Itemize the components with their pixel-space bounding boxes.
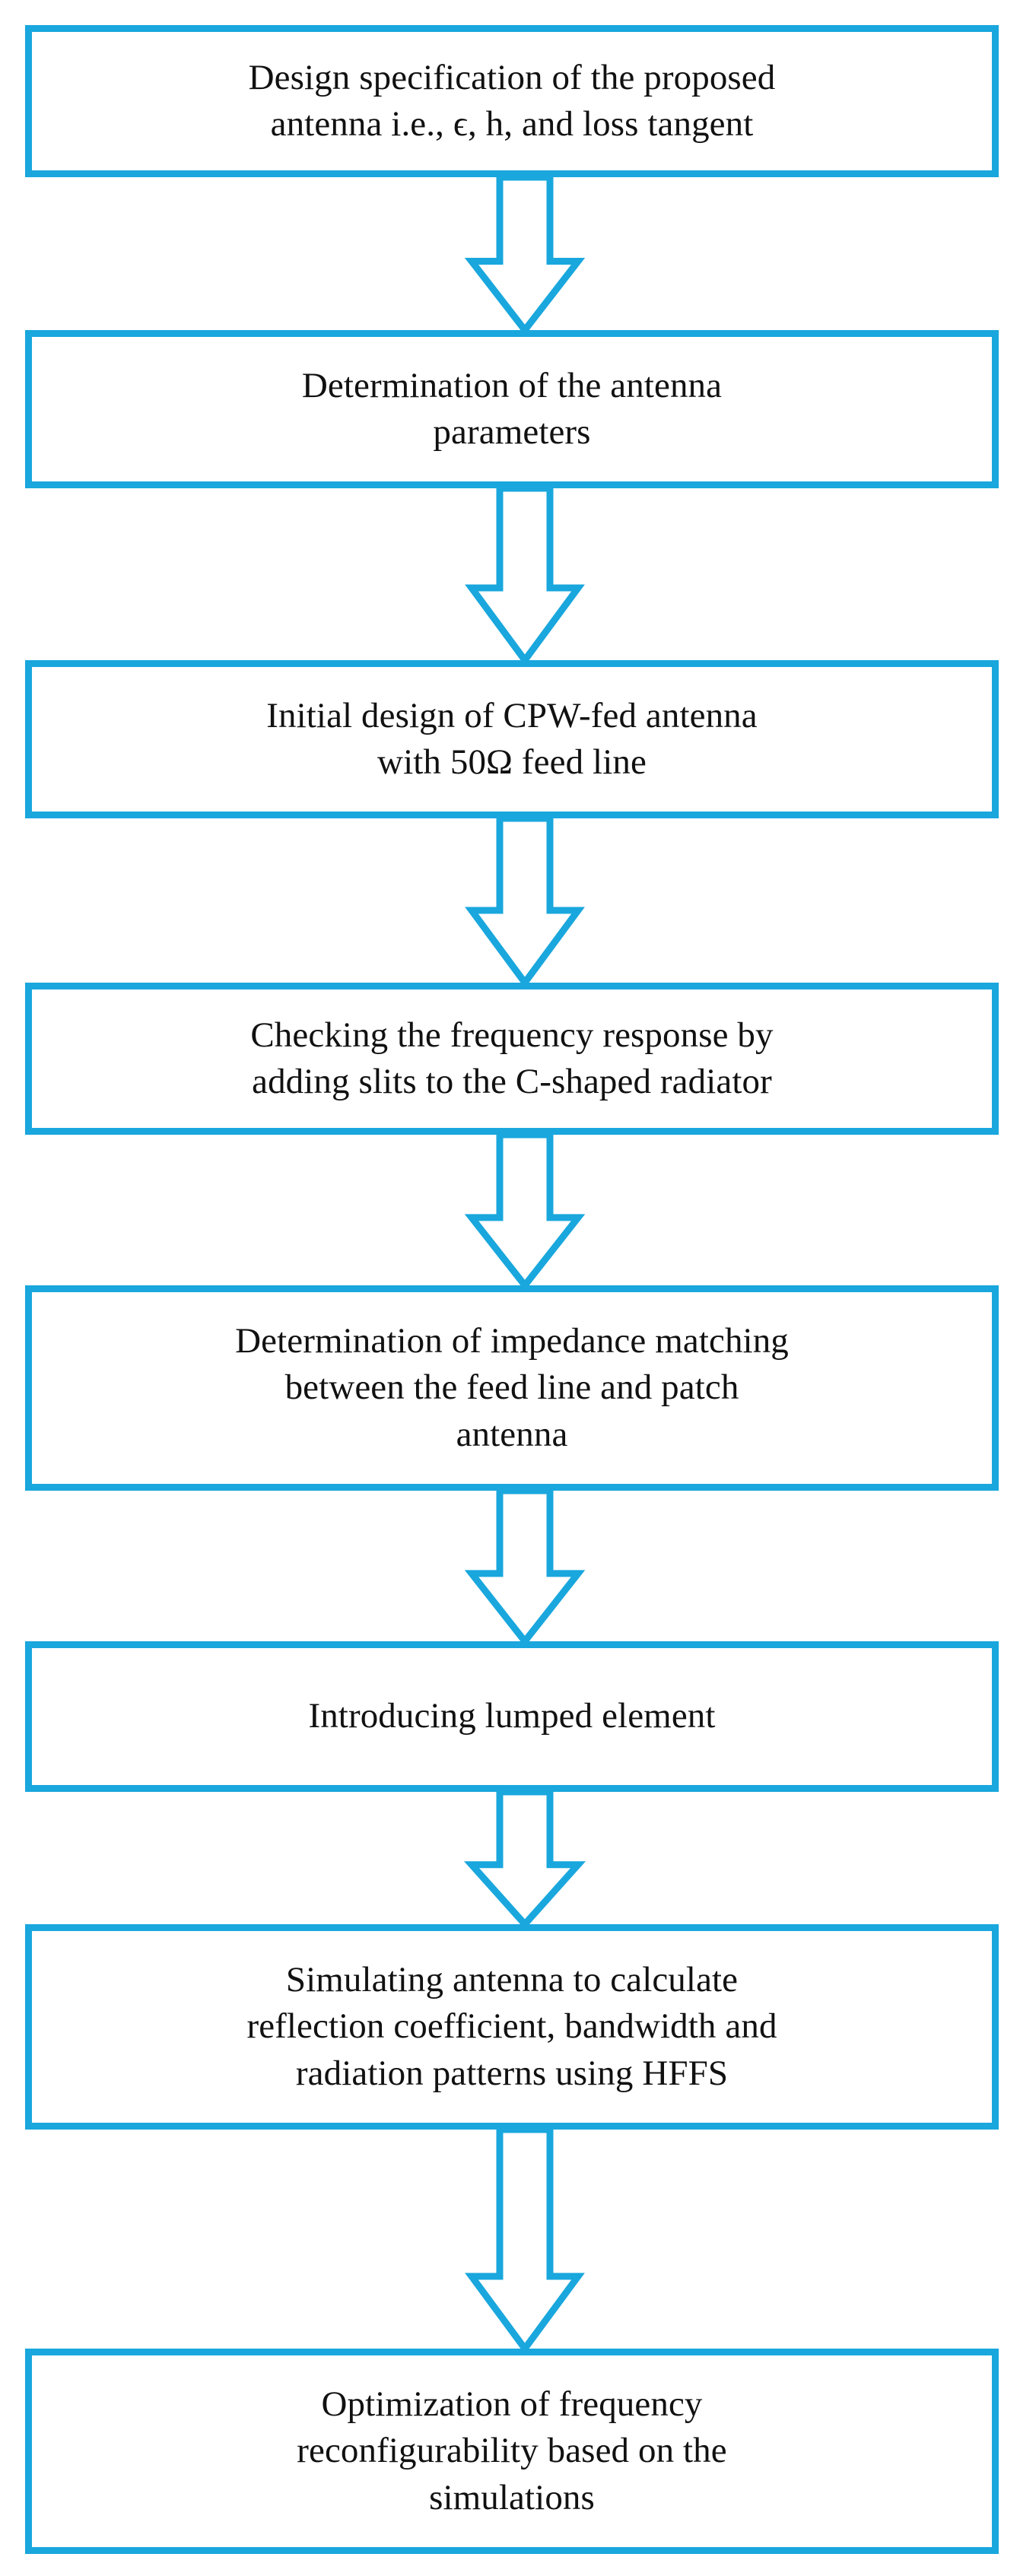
flow-arrow-down-4-to-5 (0, 1135, 1020, 1285)
flow-arrow-down-3-to-4 (0, 818, 1020, 983)
arrow-polygon (464, 177, 586, 330)
arrow-polygon (465, 818, 585, 983)
flowchart-node-label-1: Design specification of the proposed ant… (248, 57, 776, 144)
flowchart-node-7[interactable]: Simulating antenna to calculate reflecti… (25, 1924, 999, 2130)
arrow-polygon (464, 1135, 586, 1285)
arrow-polygon (465, 2130, 585, 2349)
flowchart-node-4[interactable]: Checking the frequency response by addin… (25, 983, 999, 1135)
flowchart-node-label-5: Determination of impedance matching betw… (235, 1321, 789, 1454)
flowchart-node-label-8: Optimization of frequency reconfigurabil… (297, 2384, 727, 2517)
flow-arrow-down-7-to-8 (0, 2130, 1020, 2349)
flow-arrow-down-2-to-3 (0, 488, 1020, 660)
flowchart-node-label-3: Initial design of CPW-fed antenna with 5… (266, 695, 758, 782)
flowchart-node-label-4: Checking the frequency response by addin… (250, 1015, 774, 1101)
arrow-polygon (463, 1792, 586, 1924)
flowchart-node-8[interactable]: Optimization of frequency reconfigurabil… (25, 2349, 999, 2554)
flowchart-node-6[interactable]: Introducing lumped element (25, 1641, 999, 1792)
arrow-polygon (465, 488, 585, 660)
flowchart-node-2[interactable]: Determination of the antenna parameters (25, 330, 999, 488)
flowchart-node-label-2: Determination of the antenna parameters (301, 365, 723, 452)
flow-arrow-down-5-to-6 (0, 1491, 1020, 1641)
flowchart-node-5[interactable]: Determination of impedance matching betw… (25, 1285, 999, 1491)
flow-arrow-down-6-to-7 (0, 1792, 1020, 1924)
flowchart-node-3[interactable]: Initial design of CPW-fed antenna with 5… (25, 660, 999, 818)
flowchart-node-label-7: Simulating antenna to calculate reflecti… (246, 1960, 777, 2093)
flowchart-node-1[interactable]: Design specification of the proposed ant… (25, 25, 999, 177)
arrow-polygon (464, 1491, 586, 1641)
flowchart-node-label-6: Introducing lumped element (308, 1696, 716, 1736)
flow-arrow-down-1-to-2 (0, 177, 1020, 330)
